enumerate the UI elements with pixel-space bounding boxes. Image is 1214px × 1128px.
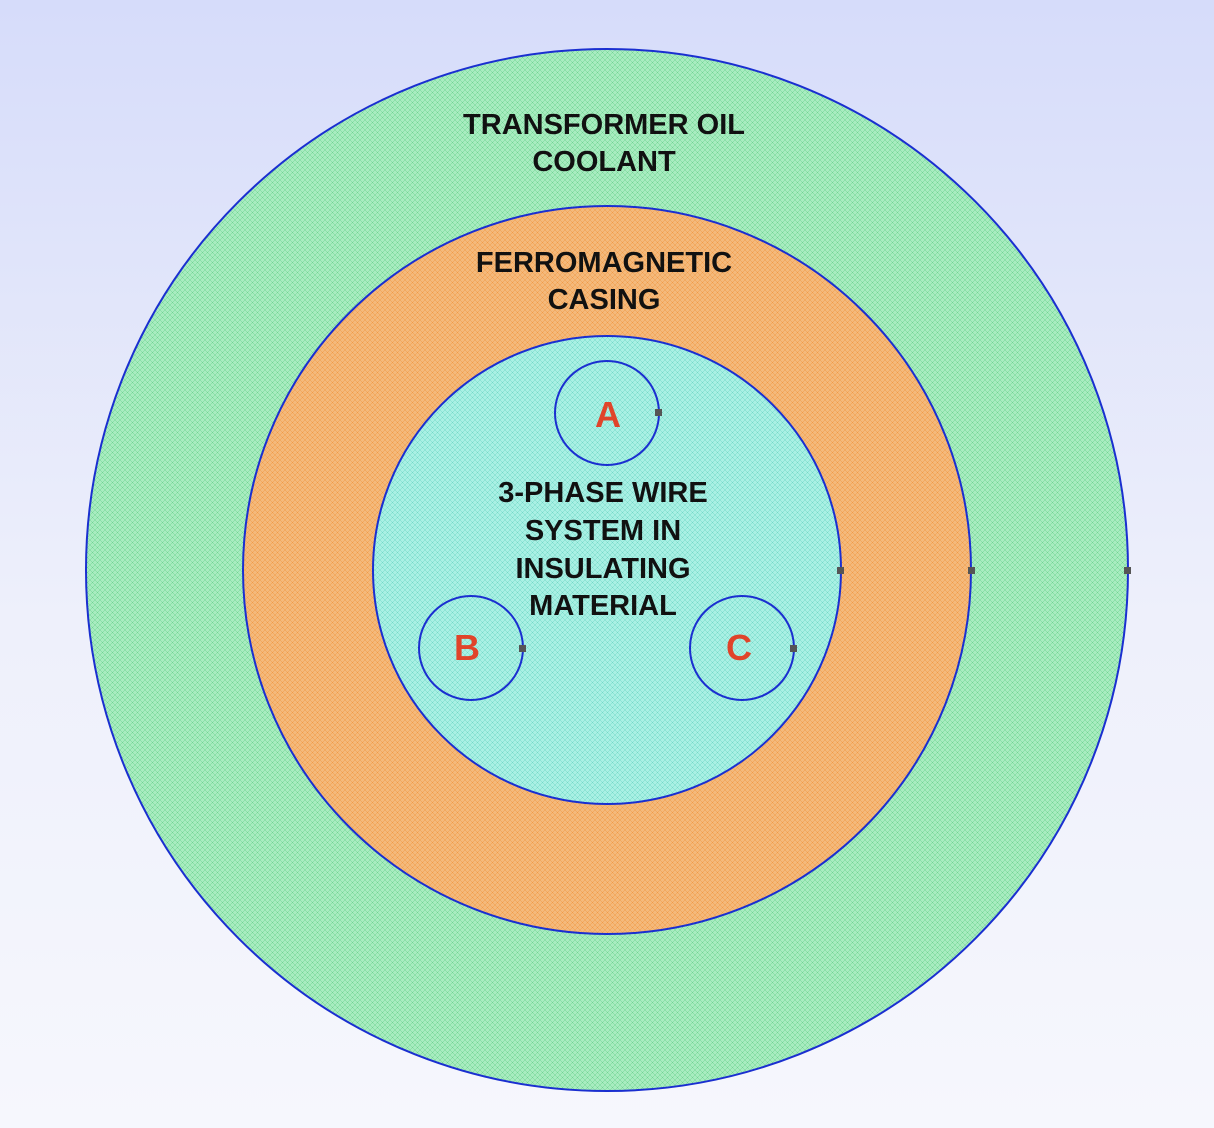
insulation-label-line1: 3-PHASE WIRE <box>498 477 707 509</box>
node-marker <box>655 409 662 416</box>
node-marker <box>837 567 844 574</box>
phase-b-label: B <box>454 627 480 668</box>
insulation-label-line4: MATERIAL <box>529 590 677 622</box>
phase-c-label: C <box>726 627 752 668</box>
node-marker <box>790 645 797 652</box>
casing-label-line1: FERROMAGNETIC <box>476 247 732 279</box>
node-marker <box>968 567 975 574</box>
insulation-label-line2: SYSTEM IN <box>525 515 681 547</box>
node-marker <box>1124 567 1131 574</box>
casing-label-line2: CASING <box>548 284 661 316</box>
coolant-label-line1: TRANSFORMER OIL <box>463 109 745 141</box>
phase-a-label: A <box>595 394 621 435</box>
insulation-label-line3: INSULATING <box>515 553 690 585</box>
node-marker <box>519 645 526 652</box>
coolant-label-line2: COOLANT <box>532 146 676 178</box>
